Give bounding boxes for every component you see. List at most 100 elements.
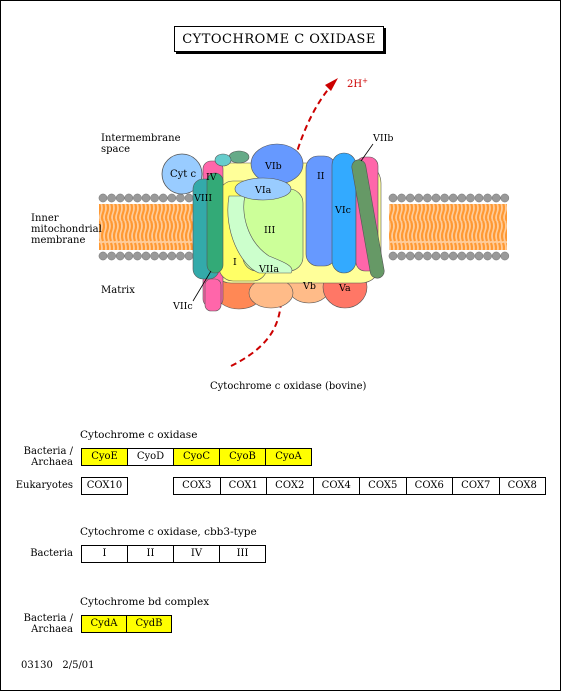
complex-diagram: 2H+ Cyt c IV VIII VIb VIa I — [31, 77, 510, 392]
label-vic: VIc — [334, 205, 351, 216]
lipid-head — [423, 251, 432, 261]
euk-gene-cox10[interactable]: COX10 — [81, 477, 128, 495]
cyo-gene-cyoa[interactable]: CyoA — [265, 448, 312, 466]
subunit-viic-shape — [206, 172, 224, 274]
cbb3-gene-iv[interactable]: IV — [173, 545, 220, 563]
subunit-matrix-pink — [204, 278, 222, 312]
subunit-top-green — [228, 150, 250, 164]
lipid-head — [457, 193, 467, 203]
lipid-head — [133, 193, 142, 203]
lipid-head — [466, 251, 475, 261]
label-viib: VIIb — [372, 133, 393, 144]
label-iii: III — [264, 225, 276, 236]
lipid-head — [474, 251, 484, 261]
euk-gene-cox4[interactable]: COX4 — [312, 477, 360, 495]
lipid-head — [405, 193, 415, 203]
proton-arrow-head — [325, 78, 338, 91]
diagram-caption: Cytochrome c oxidase (bovine) — [210, 381, 367, 392]
cbb3-gene-iii[interactable]: III — [219, 545, 266, 563]
subunit-via-shape — [234, 177, 292, 201]
group3-title: Cytochrome bd complex — [80, 596, 210, 608]
lipid-head — [388, 193, 398, 203]
lipid-head — [167, 193, 177, 203]
cyo-gene-cyoe[interactable]: CyoE — [81, 448, 128, 466]
euk-gene-cox2[interactable]: COX2 — [266, 477, 314, 495]
lipid-head — [457, 251, 467, 261]
lipid-head — [474, 193, 484, 203]
group2-title: Cytochrome c oxidase, cbb3-type — [80, 526, 257, 538]
lipid-head — [158, 193, 168, 203]
map-id-date: 03130 2/5/01 — [21, 660, 95, 671]
lipid-head — [184, 193, 194, 203]
proton-label: 2H+ — [347, 77, 368, 90]
cyo-gene-cyob[interactable]: CyoB — [219, 448, 266, 466]
lipid-head — [414, 251, 424, 261]
membrane-label: Inner mitochondrial membrane — [31, 213, 105, 246]
lipid-head — [397, 251, 406, 261]
lipid-head — [176, 251, 185, 261]
lipid-head — [115, 193, 125, 203]
label-vib: VIb — [264, 161, 282, 172]
cyd-gene-cydb[interactable]: CydB — [126, 615, 172, 633]
cytc-shape — [161, 153, 203, 195]
label-i: I — [233, 257, 237, 268]
lipid-head — [98, 193, 108, 203]
proton-pathway-arrow — [230, 85, 332, 367]
cbb3-gene-ii[interactable]: II — [127, 545, 174, 563]
lipid-head — [184, 251, 194, 261]
lipid-head — [448, 251, 458, 261]
label-iv: IV — [206, 172, 217, 183]
subunit-viia-shape — [227, 195, 293, 274]
label-viia: VIIa — [258, 264, 279, 275]
lipid-head — [167, 251, 177, 261]
cbb3-gene-i[interactable]: I — [81, 545, 128, 563]
euk-gene-cox3[interactable]: COX3 — [173, 477, 221, 495]
label-va: Va — [338, 283, 351, 294]
euk-gene-cox8[interactable]: COX8 — [498, 477, 546, 495]
lipid-head — [388, 251, 398, 261]
lipid-head — [491, 193, 501, 203]
lipid-head — [150, 193, 159, 203]
lipid-head — [124, 193, 134, 203]
euk-gene-cox5[interactable]: COX5 — [359, 477, 407, 495]
intermembrane-label: Intermembrane space — [101, 133, 184, 155]
group1-row2-label: Eukaryotes — [15, 480, 73, 491]
figure-title: CYTOCHROME C OXIDASE — [174, 26, 384, 52]
lipid-head — [405, 251, 415, 261]
lipid-head — [124, 251, 134, 261]
cyo-gene-cyod[interactable]: CyoD — [127, 448, 174, 466]
lipid-head — [440, 193, 449, 203]
label-ii: II — [317, 171, 325, 182]
cyo-gene-cyoc[interactable]: CyoC — [173, 448, 220, 466]
group2-row1-label: Bacteria — [30, 548, 73, 559]
euk-gene-cox6[interactable]: COX6 — [405, 477, 453, 495]
membrane-tails-right-pattern — [389, 204, 507, 250]
cytc-label: Cyt c — [170, 169, 196, 180]
lipid-head — [431, 251, 441, 261]
lipid-head — [431, 193, 441, 203]
lipid-head — [115, 251, 125, 261]
lipid-head — [107, 193, 116, 203]
euk-gene-cox7[interactable]: COX7 — [452, 477, 500, 495]
lipid-head — [98, 251, 108, 261]
cyd-gene-cyda[interactable]: CydA — [81, 615, 127, 633]
euk-gene-cox1[interactable]: COX1 — [219, 477, 267, 495]
lipid-head — [500, 251, 510, 261]
membrane-tails-left-pattern — [99, 204, 209, 250]
lipid-head — [141, 193, 151, 203]
subunit-top-teal — [214, 153, 232, 167]
lipid-head — [107, 251, 116, 261]
lipid-head — [500, 193, 510, 203]
lipid-head — [448, 193, 458, 203]
label-viii: VIII — [193, 193, 212, 204]
lipid-head — [414, 193, 424, 203]
lipid-head — [158, 251, 168, 261]
lipid-head — [176, 193, 185, 203]
viic-leader — [192, 270, 212, 302]
lipid-head — [397, 193, 406, 203]
